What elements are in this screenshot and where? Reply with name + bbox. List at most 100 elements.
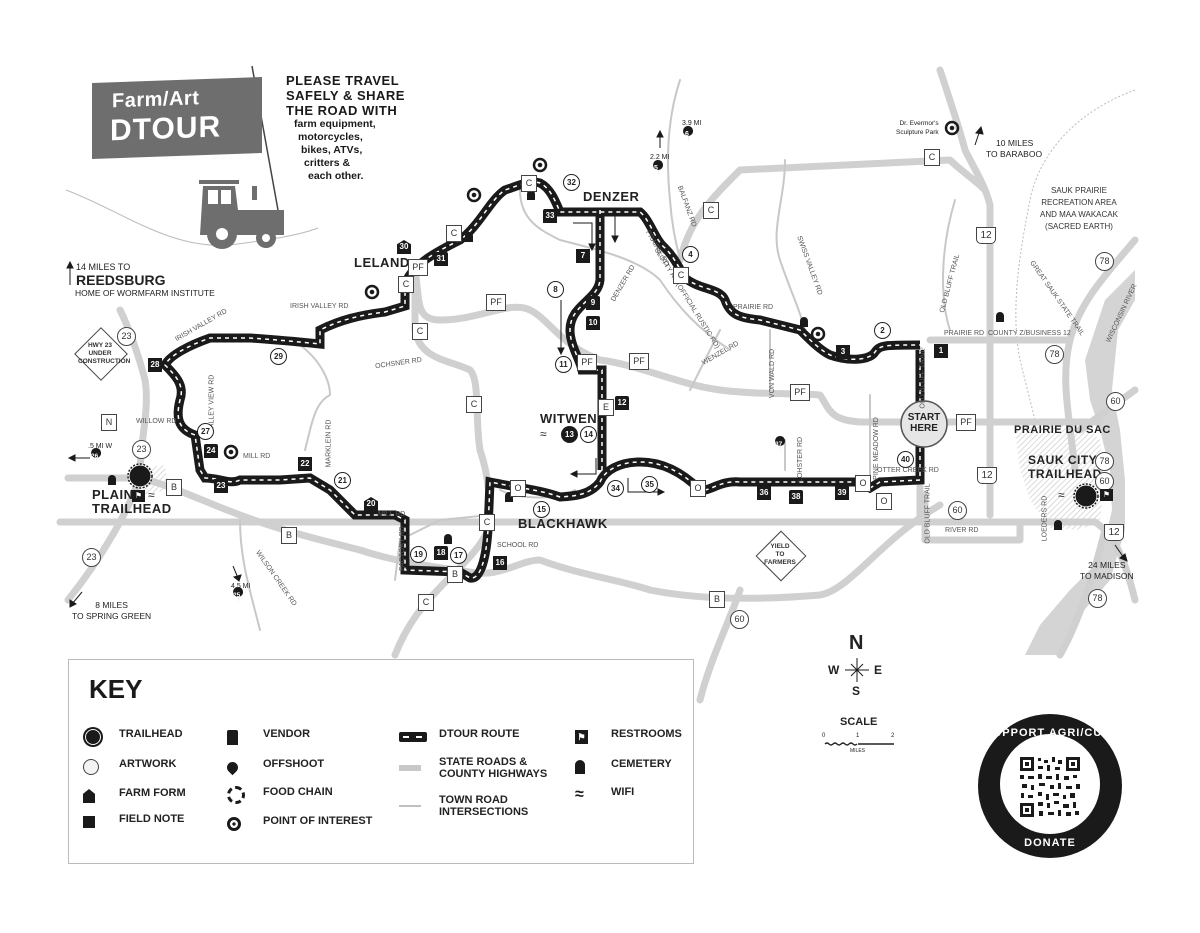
donate-ring-bottom[interactable]: DONATE <box>1024 837 1076 849</box>
key-cemetery: CEMETERY <box>575 758 672 776</box>
key-restrooms: ⚑ RESTROOMS <box>575 728 682 746</box>
artwork-8[interactable]: 8 <box>547 281 564 298</box>
trailhead-marker[interactable] <box>1073 483 1099 509</box>
field-note-28[interactable]: 28 <box>148 358 162 372</box>
baraboo-direction: 10 MILES TO BARABOO <box>986 138 1042 160</box>
recreation-area-boundary <box>1015 89 1136 421</box>
point-of-interest-icon <box>223 120 960 460</box>
tagline-line: PLEASE TRAVEL <box>286 73 400 88</box>
offshoot-icon[interactable] <box>91 126 786 604</box>
field-note-1[interactable]: 1 <box>934 344 948 358</box>
start-here-marker[interactable] <box>900 400 948 448</box>
tagline-item: farm equipment, <box>294 118 376 130</box>
shield-hwy-78: 78 <box>1095 252 1114 271</box>
offshoot-5[interactable]: 5 <box>654 165 658 172</box>
road-label-mill: MILL RD <box>243 453 271 460</box>
artwork-21[interactable]: 21 <box>334 472 351 489</box>
key-label: FOOD CHAIN <box>263 786 333 798</box>
artwork-40[interactable]: 40 <box>897 451 914 468</box>
shield-county-pf: PF <box>790 384 810 401</box>
artwork-34[interactable]: 34 <box>607 480 624 497</box>
offshoot-26[interactable]: 26 <box>91 453 99 460</box>
restrooms-icon: ⚑ <box>1100 489 1113 501</box>
food-chain-13[interactable]: 13 <box>561 426 578 443</box>
field-note-7[interactable]: 7 <box>576 249 590 263</box>
farm-form-30[interactable]: 30 <box>397 240 411 254</box>
vendor-10[interactable]: 10 <box>586 316 600 330</box>
road-label-otter-creek: OTTER CREEK RD <box>877 467 939 474</box>
key-label: OFFSHOOT <box>263 758 325 770</box>
town-text: SAUK CITY <box>1028 453 1098 467</box>
tagline-item: each other. <box>308 170 364 182</box>
artwork-15[interactable]: 15 <box>533 501 550 518</box>
key-label: CEMETERY <box>611 758 672 770</box>
field-note-16[interactable]: 16 <box>493 556 507 570</box>
town-blackhawk: BLACKHAWK <box>518 516 608 531</box>
vendor-33[interactable]: 33 <box>543 209 557 223</box>
key-wifi: ≈ WIFI <box>575 786 634 804</box>
vendor-38[interactable]: 38 <box>789 490 803 504</box>
field-note-36[interactable]: 36 <box>757 486 771 500</box>
key-label: POINT OF INTEREST <box>263 815 373 827</box>
artwork-19[interactable]: 19 <box>410 546 427 563</box>
artwork-27[interactable]: 27 <box>197 423 214 440</box>
shield-hwy-78: 78 <box>1095 452 1114 471</box>
road-label-school: SCHOOL RD <box>497 542 539 549</box>
direction-text: TO BARABOO <box>986 149 1043 159</box>
offshoot-6[interactable]: 6 <box>685 131 689 138</box>
offshoot-25[interactable]: 25 <box>233 592 241 599</box>
key-label: FIELD NOTE <box>119 813 185 825</box>
farm-form-icon <box>83 787 109 805</box>
farm-form-20[interactable]: 20 <box>364 497 378 511</box>
vendor-12[interactable]: 12 <box>615 396 629 410</box>
shield-hwy-23: 23 <box>132 440 151 459</box>
tractor-icon <box>199 180 284 249</box>
vendor-24[interactable]: 24 <box>204 444 218 458</box>
artwork-14[interactable]: 14 <box>580 426 597 443</box>
tagline-item: motorcycles, <box>298 131 363 143</box>
field-note-3[interactable]: 3 <box>836 345 850 359</box>
logo-line2: DTOUR <box>110 110 222 148</box>
shield-county-b: B <box>166 479 182 496</box>
shield-us-12: 12 <box>976 227 996 244</box>
destination-name: REEDSBURG <box>76 272 166 288</box>
offshoot-distance: .5 mi W <box>88 443 113 450</box>
vendor-31[interactable]: 31 <box>434 252 448 266</box>
artwork-11[interactable]: 11 <box>555 356 572 373</box>
key-dtour-route: DTOUR ROUTE <box>399 728 519 746</box>
compass-w: W <box>828 663 840 677</box>
road-label-old-bluff: OLD BLUFF TRAIL <box>919 348 927 409</box>
reedsburg-direction: 14 MILES TO REEDSBURG HOME OF WORMFARM I… <box>75 262 215 298</box>
artwork-32[interactable]: 32 <box>563 174 580 191</box>
vendor-18[interactable]: 18 <box>434 546 448 560</box>
qr-code[interactable] <box>1020 757 1080 817</box>
offshoot-icon <box>224 758 253 776</box>
artwork-4[interactable]: 4 <box>682 246 699 263</box>
road-label-irish-valley: IRISH VALLEY RD <box>290 303 349 310</box>
shield-hwy-23: 23 <box>82 548 101 567</box>
trailhead-marker[interactable] <box>127 463 153 489</box>
town-text: TRAILHEAD <box>92 501 172 516</box>
field-note-22[interactable]: 22 <box>298 457 312 471</box>
vendor-9[interactable]: 9 <box>586 296 600 310</box>
compass-rose <box>845 658 869 682</box>
area-text: SAUK PRAIRIE <box>1050 186 1107 195</box>
shield-county-n: N <box>101 414 117 431</box>
key-label: DTOUR ROUTE <box>439 728 520 740</box>
field-note-39[interactable]: 39 <box>835 486 849 500</box>
offshoot-37[interactable]: 37 <box>775 441 783 448</box>
artwork-35[interactable]: 35 <box>641 476 658 493</box>
artwork-29[interactable]: 29 <box>270 348 287 365</box>
vendor-icon <box>227 728 253 746</box>
shield-county-e: E <box>598 399 614 416</box>
scale-title: SCALE <box>840 716 878 728</box>
donate-ring-top[interactable]: SUPPORT AGRI/CULTURE <box>985 727 1144 739</box>
shield-county-c: C <box>924 149 940 166</box>
food-chain-icon <box>227 786 253 804</box>
town-text: TRAILHEAD <box>1028 467 1102 481</box>
artwork-2[interactable]: 2 <box>874 322 891 339</box>
field-note-23[interactable]: 23 <box>214 479 228 493</box>
start-here-label[interactable]: START HERE <box>905 412 943 434</box>
artwork-17[interactable]: 17 <box>450 547 467 564</box>
